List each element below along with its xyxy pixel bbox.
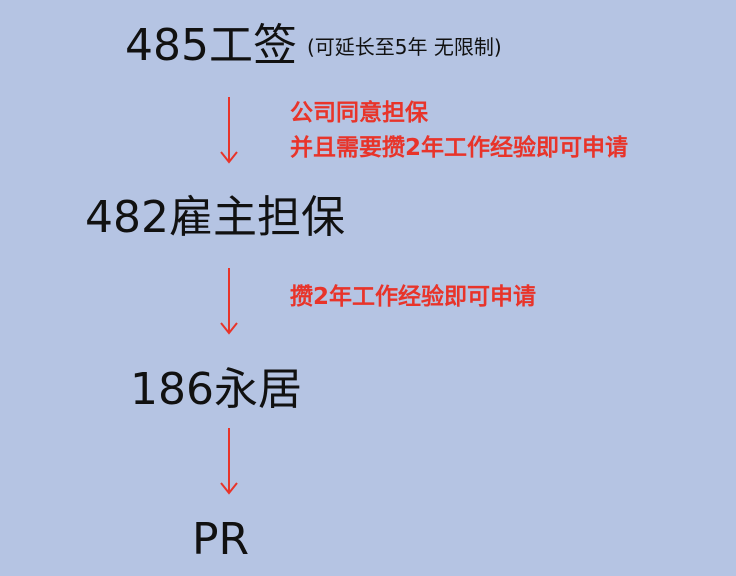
note-line: 公司同意担保 bbox=[290, 100, 428, 126]
arrow-down-icon bbox=[220, 428, 238, 495]
arrow-down-icon bbox=[220, 268, 238, 335]
note-line: 攒2年工作经验即可申请 bbox=[290, 284, 537, 310]
node-label: 485工签 bbox=[125, 20, 297, 71]
node-186-visa: 186永居 bbox=[130, 364, 302, 415]
node-485-visa: 485工签(可延长至5年 无限制) bbox=[125, 24, 502, 68]
node-pr: PR bbox=[192, 514, 250, 565]
node-note: (可延长至5年 无限制) bbox=[306, 35, 502, 59]
transition-note-2: 攒2年工作经验即可申请 bbox=[290, 280, 536, 315]
note-line: 并且需要攒2年工作经验即可申请 bbox=[290, 135, 629, 161]
arrow-down-icon bbox=[220, 97, 238, 164]
transition-note-1: 公司同意担保 并且需要攒2年工作经验即可申请 bbox=[290, 96, 628, 166]
node-482-visa: 482雇主担保 bbox=[85, 192, 345, 243]
